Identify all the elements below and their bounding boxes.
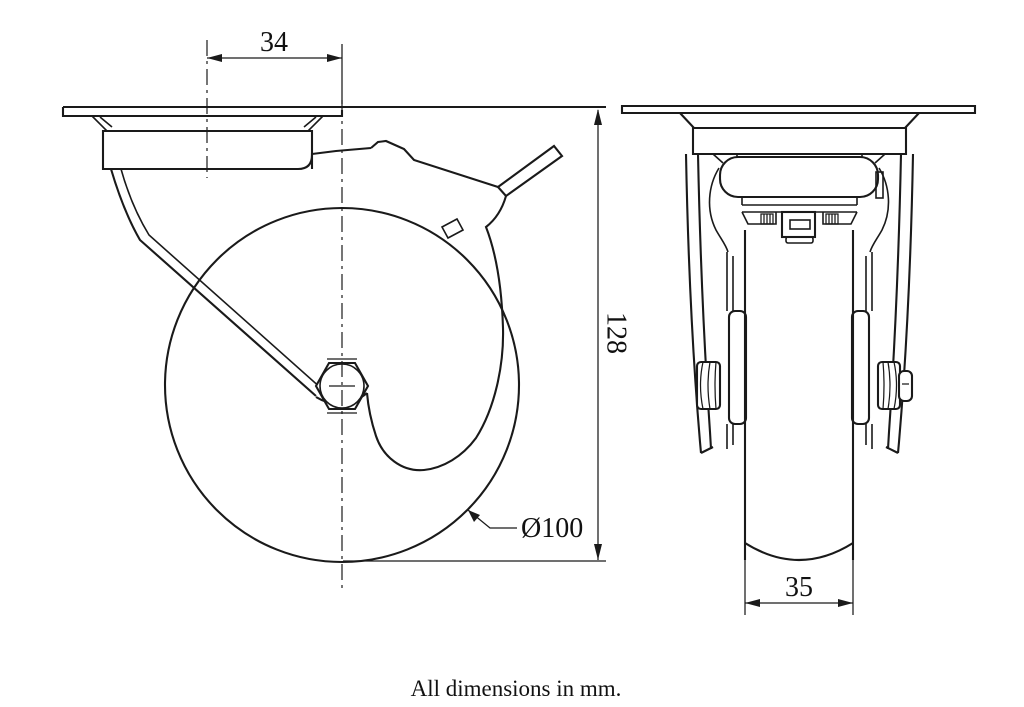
dimension-overall-height: 128 (343, 109, 632, 562)
housing-gussets (712, 153, 886, 164)
dim-128-line (343, 110, 606, 562)
dim-34-arrow-left (207, 54, 222, 62)
fork-trailing-edge (365, 195, 508, 472)
dim-35-arrow-right (838, 599, 853, 607)
inner-leg-left (726, 252, 734, 449)
dim-diameter-label: Ø100 (521, 513, 583, 544)
dim-34-label: 34 (260, 27, 288, 58)
brake-spring-left (760, 213, 774, 225)
dim-35-label: 35 (785, 572, 813, 603)
fork-leg-right-front (885, 153, 915, 454)
dim-35-arrow-left (745, 599, 760, 607)
dia-leader-arrow (468, 510, 480, 522)
leg-pocket-left (708, 167, 729, 253)
dim-128-arrow-top (594, 109, 602, 125)
units-note: All dimensions in mm. (411, 676, 622, 701)
fork-top-contour (310, 139, 499, 188)
dimension-wheel-diameter: Ø100 (467, 509, 583, 544)
centerlines (206, 40, 343, 588)
side-view (61, 105, 606, 564)
top-plate-front (620, 104, 977, 115)
dimension-swivel-offset: 34 (207, 27, 343, 104)
brake-box-lip (785, 236, 814, 244)
top-plate-side (61, 105, 606, 118)
brake-shoe-tab (440, 217, 465, 240)
axle-nut-right (876, 360, 914, 411)
wheel-bottom-arc (744, 542, 854, 562)
fork-leading-edge-inner (120, 168, 323, 390)
dome-side-tab (875, 171, 884, 199)
swivel-flange-front (679, 112, 920, 130)
swivel-flange-side (91, 115, 324, 132)
swivel-housing-front (691, 126, 908, 156)
dim-34-line (207, 44, 343, 104)
dim-128-label: 128 (601, 312, 632, 354)
dim-34-arrow-right (327, 54, 342, 62)
hub-flange-right (850, 309, 871, 426)
brake-bar (741, 197, 858, 213)
swivel-dome (718, 155, 880, 199)
dimension-wheel-width: 35 (745, 572, 853, 607)
axle-nut-left (695, 360, 722, 411)
inner-leg-right (865, 252, 873, 449)
leg-pocket-right (869, 167, 890, 253)
fork-leading-edge (109, 168, 317, 397)
fork-leg-left-front (684, 153, 714, 454)
front-view (620, 104, 977, 615)
brake-lever (496, 144, 564, 198)
dim-128-arrow-bottom (594, 544, 602, 560)
hub-flange-left (727, 309, 748, 426)
brake-box-window (789, 219, 811, 230)
brake-spring-right (825, 213, 839, 225)
